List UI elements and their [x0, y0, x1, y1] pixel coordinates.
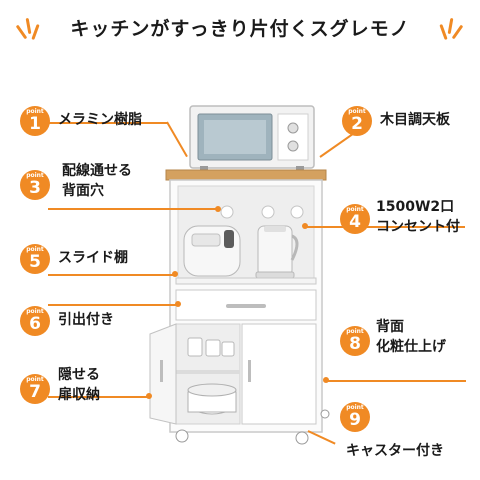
leader-dot-6 [175, 301, 181, 307]
point-badge-1: point 1 [20, 106, 50, 136]
leader-line-1 [48, 122, 168, 124]
leader-dot-3 [215, 206, 221, 212]
point-label-8-line2: 化粧仕上げ [376, 339, 446, 355]
leader-line-4 [305, 226, 465, 228]
leader-dot-7 [146, 393, 152, 399]
leader-line-5 [48, 274, 174, 276]
point-badge-3: point 3 [20, 170, 50, 200]
leader-line-8 [326, 380, 466, 382]
point-label-7-line1: 隠せる [58, 367, 100, 383]
point-badge-2: point 2 [342, 106, 372, 136]
point-label-3-line2: 背面穴 [62, 183, 104, 199]
point-label-5: スライド棚 [58, 250, 128, 266]
point-label-2: 木目調天板 [380, 112, 450, 128]
point-label-8-line1: 背面 [376, 319, 404, 335]
point-badge-6: point 6 [20, 306, 50, 336]
leader-dot-8 [323, 377, 329, 383]
electric-kettle-icon [255, 225, 299, 279]
point-label-9: キャスター付き [346, 443, 444, 459]
leader-dot-5 [172, 271, 178, 277]
point-label-4-line1: 1500W2口 [376, 199, 455, 215]
point-badge-9: point 9 [340, 402, 370, 432]
point-label-7-line2: 扉収納 [58, 387, 100, 403]
point-label-3-line1: 配線通せる [62, 163, 132, 179]
point-label-6: 引出付き [58, 312, 114, 328]
microwave-icon [189, 105, 315, 170]
rice-cooker-icon [183, 225, 241, 277]
point-label-1: メラミン樹脂 [58, 112, 142, 128]
point-badge-8: point 8 [340, 326, 370, 356]
point-badge-5: point 5 [20, 244, 50, 274]
leader-line-3 [48, 208, 218, 210]
leader-line-7 [48, 396, 148, 398]
point-badge-7: point 7 [20, 374, 50, 404]
leader-dot-4 [302, 223, 308, 229]
point-badge-4: point 4 [340, 204, 370, 234]
page-title: キッチンがすっきり片付くスグレモノ [70, 18, 410, 40]
leader-line-6 [48, 304, 178, 306]
point-label-4-line2: コンセント付 [376, 219, 460, 235]
